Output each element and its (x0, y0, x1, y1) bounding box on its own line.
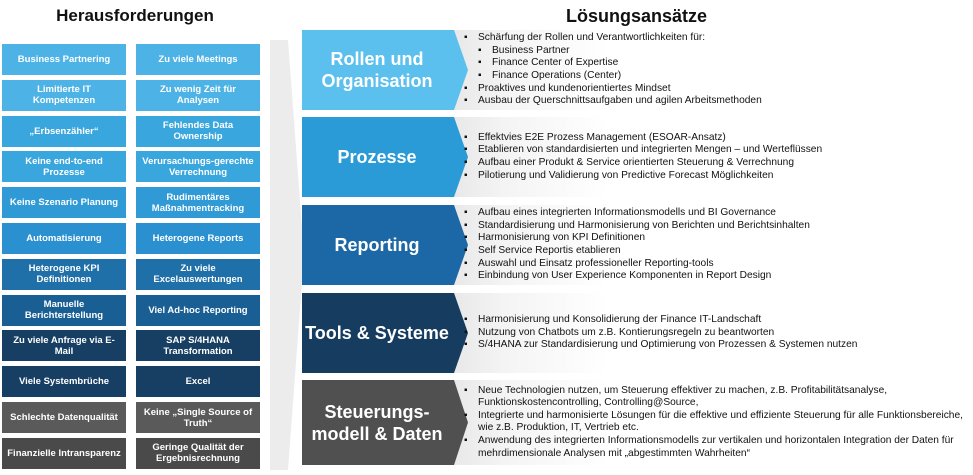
bullet-item: Effektvies E2E Prozess Management (ESOAR… (462, 132, 969, 145)
solution-label: Tools & Systeme (305, 323, 449, 343)
challenge-cell: Zu viele Meetings (136, 44, 260, 75)
challenge-cell: Schlechte Datenqualität (2, 402, 126, 433)
bullet-item: Standardisierung und Harmonisierung von … (462, 220, 969, 233)
challenge-cell: Finanzielle Intransparenz (2, 437, 126, 469)
challenge-cell: Keine „Single Source of Truth“ (136, 402, 260, 433)
challenge-cell: Zu viele Excelauswertungen (136, 258, 260, 290)
bullet-item: Neue Technologien nutzen, um Steuerung e… (462, 385, 969, 410)
challenge-cell: Business Partnering (2, 44, 126, 75)
challenge-cell: Rudimentäres Maßnahmentracking (136, 187, 260, 219)
challenge-cell: Keine Szenario Planung (2, 187, 126, 219)
solution-bullets: Neue Technologien nutzen, um Steuerung e… (462, 385, 969, 461)
solution-row: Prozesse Effektvies E2E Prozess Managemen… (302, 117, 973, 197)
bullet-item: Ausbau der Querschnittsaufgaben und agil… (462, 95, 969, 108)
bullet-item: Business Partner (462, 45, 969, 58)
transition-arrow (270, 40, 304, 470)
bullet-item: Pilotierung und Validierung von Predicti… (462, 170, 969, 183)
bullet-item: Harmonisierung und Konsolidierung der Fi… (462, 314, 969, 327)
solution-row: Tools & Systeme Harmonisierung und Konsol… (302, 293, 973, 373)
bullet-item: Schärfung der Rollen und Verantwortlichk… (462, 32, 969, 45)
challenge-cell: Zu viele Anfrage via E-Mail (2, 330, 126, 362)
challenge-cell: Fehlendes Data Ownership (136, 115, 260, 147)
challenge-cell: Manuelle Berichterstellung (2, 294, 126, 326)
bullet-item: Self Service Reportis etablieren (462, 245, 969, 258)
challenge-cell: Viel Ad-hoc Reporting (136, 294, 260, 326)
challenges-heading: Herausforderungen (56, 6, 214, 25)
solution-chevron (302, 293, 468, 373)
solution-bullets: Effektvies E2E Prozess Management (ESOAR… (462, 132, 969, 182)
bullet-item: Etablieren von standardisierten und inte… (462, 144, 969, 157)
bullet-item: Finance Center of Expertise (462, 57, 969, 70)
solution-bullets: Aufbau eines integrierten Informationsmo… (462, 207, 969, 283)
solution-row: Steuerungs-modell & Daten Neue Technologi… (302, 380, 973, 465)
challenge-cell: Automatisierung (2, 223, 126, 254)
challenge-cell: Viele Systembrüche (2, 366, 126, 398)
challenge-cell: Limitierte IT Kompetenzen (2, 79, 126, 111)
challenge-cell: Heterogene Reports (136, 223, 260, 254)
challenge-cell: „Erbsenzähler“ (2, 115, 126, 147)
bullet-item: Proaktives und kundenorientiertes Mindse… (462, 83, 969, 96)
solution-label: Steuerungs-modell & Daten (311, 401, 443, 444)
bullet-item: Nutzung von Chatbots um z.B. Kontierungs… (462, 327, 969, 340)
solution-label: Reporting (334, 235, 420, 255)
solution-row: Reporting Aufbau eines integrierten Infor… (302, 205, 973, 285)
solution-bullets: Harmonisierung und Konsolidierung der Fi… (462, 314, 969, 352)
bullet-item: Aufbau eines integrierten Informationsmo… (462, 207, 969, 220)
challenge-cell: Zu wenig Zeit für Analysen (136, 79, 260, 111)
bullet-item: Anwendung des integrierten Informationsm… (462, 435, 969, 460)
solution-label: Rollen und Organisation (321, 49, 433, 91)
solution-bullets: Schärfung der Rollen und Verantwortlichk… (462, 32, 969, 108)
solution-label: Prozesse (337, 147, 417, 167)
solution-chevron (302, 380, 468, 465)
bullet-item: Harmonisierung von KPI Definitionen (462, 232, 969, 245)
challenge-cell: Excel (136, 366, 260, 398)
challenge-cell: SAP S/4HANA Transformation (136, 330, 260, 362)
bullet-item: Einbindung von User Experience Komponent… (462, 270, 969, 283)
challenge-cell: Geringe Qualität der Ergebnisrechnung (136, 437, 260, 469)
solution-chevron (302, 30, 468, 110)
bullet-item: Integrierte und harmonisierte Lösungen f… (462, 410, 969, 435)
challenge-cell: Keine end-to-end Prozesse (2, 151, 126, 183)
bullet-item: S/4HANA zur Standardisierung und Optimie… (462, 339, 969, 352)
challenge-cell: Verursachungs-gerechte Verrechnung (136, 151, 260, 183)
solution-row: Rollen und Organisation Schärfung der Rol… (302, 30, 973, 110)
solution-chevron (302, 205, 468, 285)
challenge-cell: Heterogene KPI Definitionen (2, 258, 126, 290)
bullet-item: Auswahl und Einsatz professioneller Repo… (462, 258, 969, 271)
solution-chevron (302, 117, 468, 197)
solutions-heading: Lösungsansätze (565, 6, 708, 26)
bullet-item: Finance Operations (Center) (462, 70, 969, 83)
bullet-item: Aufbau einer Produkt & Service orientier… (462, 157, 969, 170)
